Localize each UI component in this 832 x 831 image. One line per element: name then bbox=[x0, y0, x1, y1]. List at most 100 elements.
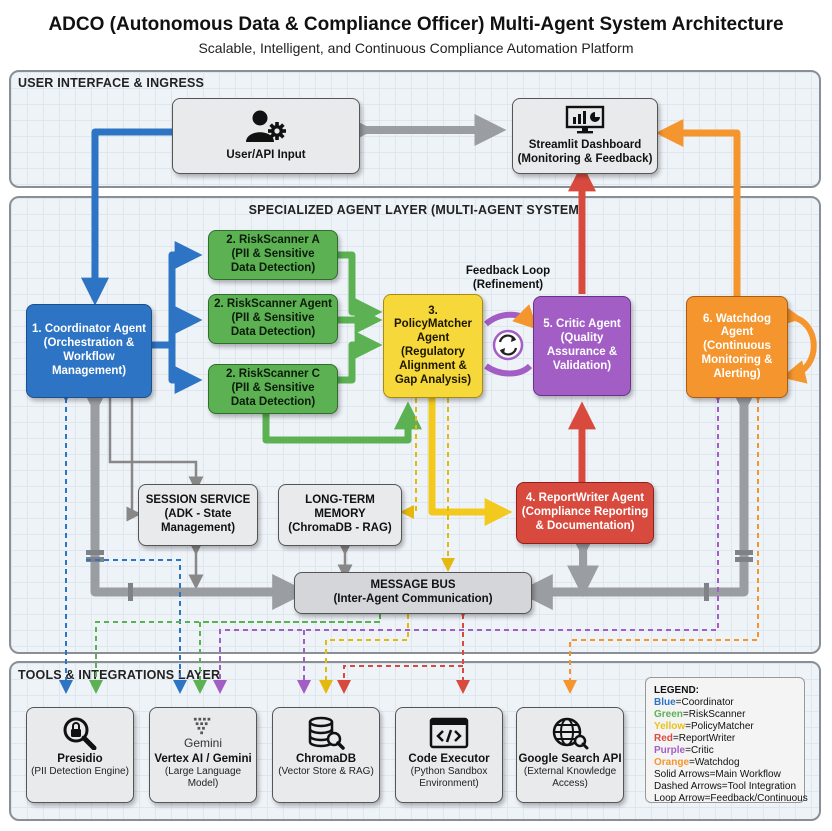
feedback-loop-title: Feedback Loop bbox=[465, 265, 551, 277]
policymatcher-number: 3. bbox=[428, 304, 438, 317]
tool-desc: (PII Detection Engine) bbox=[31, 766, 129, 777]
user-gear-icon bbox=[246, 110, 286, 143]
agent-layer-label: SPECIALIZED AGENT LAYER (MULTI-AGENT SYS… bbox=[248, 203, 584, 217]
legend-meaning: =Critic bbox=[685, 745, 714, 756]
riskscanner-a-title: 2. RiskScanner A bbox=[226, 234, 320, 247]
legend-meaning: =RiskScanner bbox=[682, 709, 746, 720]
riskscanner-a-box: 2. RiskScanner A (PII & Sensitive Data D… bbox=[208, 230, 338, 280]
tool-desc: (Python Sandbox Environment) bbox=[411, 766, 488, 789]
tool-code-executor: Code Executor (Python Sandbox Environmen… bbox=[395, 707, 503, 803]
gemini-logo-text: Gemini bbox=[183, 736, 222, 750]
tool-desc: (External Knowledge Access) bbox=[524, 766, 616, 789]
legend-color-word: Purple bbox=[654, 745, 686, 756]
legend-meaning: =Watchdog bbox=[689, 757, 740, 768]
riskscanner-a-desc-1: (PII & Sensitive bbox=[231, 248, 315, 261]
tool-name: Presidio bbox=[57, 753, 103, 765]
legend-note-loop: Loop Arrow=Feedback/Continuous bbox=[654, 793, 808, 804]
feedback-loop-subtitle: (Refinement) bbox=[472, 278, 544, 291]
tool-chromadb: ChromaDB (Vector Store & RAG) bbox=[272, 707, 380, 803]
tool-vertex-gemini: Gemini Vertex AI / Gemini (Large Languag… bbox=[149, 707, 257, 803]
diagram-title: ADCO (Autonomous Data & Compliance Offic… bbox=[48, 14, 784, 35]
lock-search-icon bbox=[61, 716, 99, 750]
legend-color-word: Orange bbox=[654, 757, 690, 768]
tool-desc-line: (External Knowledge bbox=[523, 766, 617, 777]
tool-desc-line: (Python Sandbox bbox=[410, 766, 488, 777]
tools-layer-label: TOOLS & INTEGRATIONS LAYER bbox=[18, 668, 221, 682]
dashboard-subtitle: (Monitoring & Feedback) bbox=[517, 153, 653, 165]
user-api-input-label: User/API Input bbox=[226, 149, 306, 162]
tool-name: Google Search API bbox=[518, 753, 622, 765]
tool-name: Code Executor bbox=[408, 753, 490, 765]
policymatcher-desc-1: (Regulatory bbox=[401, 346, 465, 358]
memory-title-2: MEMORY bbox=[314, 508, 366, 521]
gemini-logo-icon: Gemini bbox=[184, 716, 222, 750]
legend-color-word: Red bbox=[654, 733, 673, 744]
tool-desc: (Vector Store & RAG) bbox=[278, 766, 374, 777]
tool-desc-line: (Large Language bbox=[164, 766, 242, 777]
riskscanner-c-title: 2. RiskScanner C bbox=[226, 368, 320, 381]
feedback-loop-label: Feedback Loop (Refinement) bbox=[452, 265, 564, 293]
diagram-subtitle: Scalable, Intelligent, and Continuous Co… bbox=[198, 40, 634, 56]
policymatcher-desc-3: Gap Analysis) bbox=[394, 373, 472, 386]
legend-item-purple: Purple=Critic bbox=[654, 745, 796, 757]
message-bus-title: MESSAGE BUS bbox=[370, 579, 456, 592]
riskscanner-c-desc-1: (PII & Sensitive bbox=[231, 382, 315, 395]
session-service-desc-1: (ADK - State bbox=[164, 508, 232, 521]
reportwriter-agent-desc-2: & Documentation) bbox=[535, 519, 635, 532]
watchdog-agent-box: 6. Watchdog Agent (Continuous Monitoring… bbox=[686, 296, 788, 398]
critic-agent-desc-1: (Quality bbox=[560, 332, 604, 345]
riskscanner-agent-box: 2. RiskScanner Agent (PII & Sensitive Da… bbox=[208, 294, 338, 344]
legend-meaning: =PolicyMatcher bbox=[685, 721, 754, 732]
legend-color-word: Green bbox=[654, 709, 683, 720]
legend-color-word: Blue bbox=[654, 697, 676, 708]
watchdog-agent-desc-2: Monitoring & bbox=[701, 353, 773, 366]
policymatcher-desc-2: Alignment & bbox=[399, 359, 467, 372]
coordinator-agent-title: 1. Coordinator Agent bbox=[32, 323, 146, 336]
legend-item-red: Red=ReportWriter bbox=[654, 733, 796, 745]
reportwriter-agent-box: 4. ReportWriter Agent (Compliance Report… bbox=[516, 482, 654, 544]
legend-meaning: =Coordinator bbox=[675, 697, 734, 708]
legend-color-word: Yellow bbox=[654, 721, 686, 732]
session-service-box: SESSION SERVICE (ADK - State Management) bbox=[138, 484, 258, 546]
legend-item-orange: Orange=Watchdog bbox=[654, 757, 796, 769]
critic-agent-title: 5. Critic Agent bbox=[543, 318, 621, 331]
reportwriter-agent-title: 4. ReportWriter Agent bbox=[525, 492, 645, 505]
coordinator-agent-desc-2: Workflow bbox=[63, 351, 115, 363]
coordinator-agent-box: 1. Coordinator Agent (Orchestration & Wo… bbox=[26, 304, 152, 398]
riskscanner-a-desc-2: Data Detection) bbox=[230, 261, 316, 274]
critic-agent-desc-3: Validation) bbox=[552, 359, 612, 372]
policymatcher-title-2: Agent bbox=[416, 332, 450, 345]
policymatcher-title: PolicyMatcher bbox=[394, 318, 472, 331]
legend-note-dashed: Dashed Arrows=Tool Integration bbox=[654, 781, 797, 792]
globe-icon bbox=[550, 716, 590, 750]
legend: LEGEND: Blue=Coordinator Green=RiskScann… bbox=[645, 677, 808, 804]
policymatcher-agent-box: 3. PolicyMatcher Agent (Regulatory Align… bbox=[383, 294, 483, 398]
watchdog-agent-desc-3: Alerting) bbox=[713, 367, 761, 380]
tool-desc-line: Access) bbox=[552, 777, 588, 789]
riskscanner-agent-desc-1: (PII & Sensitive bbox=[231, 312, 315, 325]
tool-desc-line: Environment) bbox=[419, 777, 479, 789]
watchdog-agent-title-2: Agent bbox=[720, 326, 754, 339]
watchdog-agent-desc-1: (Continuous bbox=[703, 340, 771, 353]
tool-name: Vertex AI / Gemini bbox=[154, 753, 252, 765]
code-window-icon bbox=[429, 716, 469, 750]
critic-agent-box: 5. Critic Agent (Quality Assurance & Val… bbox=[533, 296, 631, 396]
riskscanner-agent-title: 2. RiskScanner Agent bbox=[214, 298, 332, 311]
riskscanner-agent-desc-2: Data Detection) bbox=[230, 325, 316, 338]
legend-item-blue: Blue=Coordinator bbox=[654, 697, 796, 709]
dashboard-title: Streamlit Dashboard bbox=[528, 139, 642, 152]
tool-name: ChromaDB bbox=[295, 753, 357, 765]
legend-meaning: =ReportWriter bbox=[672, 733, 736, 744]
riskscanner-c-desc-2: Data Detection) bbox=[230, 395, 316, 408]
session-service-title: SESSION SERVICE bbox=[145, 494, 251, 507]
database-search-icon bbox=[306, 716, 346, 750]
streamlit-dashboard-box: Streamlit Dashboard (Monitoring & Feedba… bbox=[512, 98, 658, 174]
message-bus-box: MESSAGE BUS (Inter-Agent Communication) bbox=[294, 572, 532, 614]
long-term-memory-box: LONG-TERM MEMORY (ChromaDB - RAG) bbox=[278, 484, 402, 546]
tool-google-search: Google Search API (External Knowledge Ac… bbox=[516, 707, 624, 803]
message-bus-desc: (Inter-Agent Communication) bbox=[333, 593, 493, 605]
coordinator-agent-desc-3: Management) bbox=[51, 364, 127, 377]
legend-item-green: Green=RiskScanner bbox=[654, 709, 796, 721]
reportwriter-agent-desc-1: (Compliance Reporting bbox=[521, 506, 649, 519]
critic-agent-desc-2: Assurance & bbox=[546, 346, 618, 358]
